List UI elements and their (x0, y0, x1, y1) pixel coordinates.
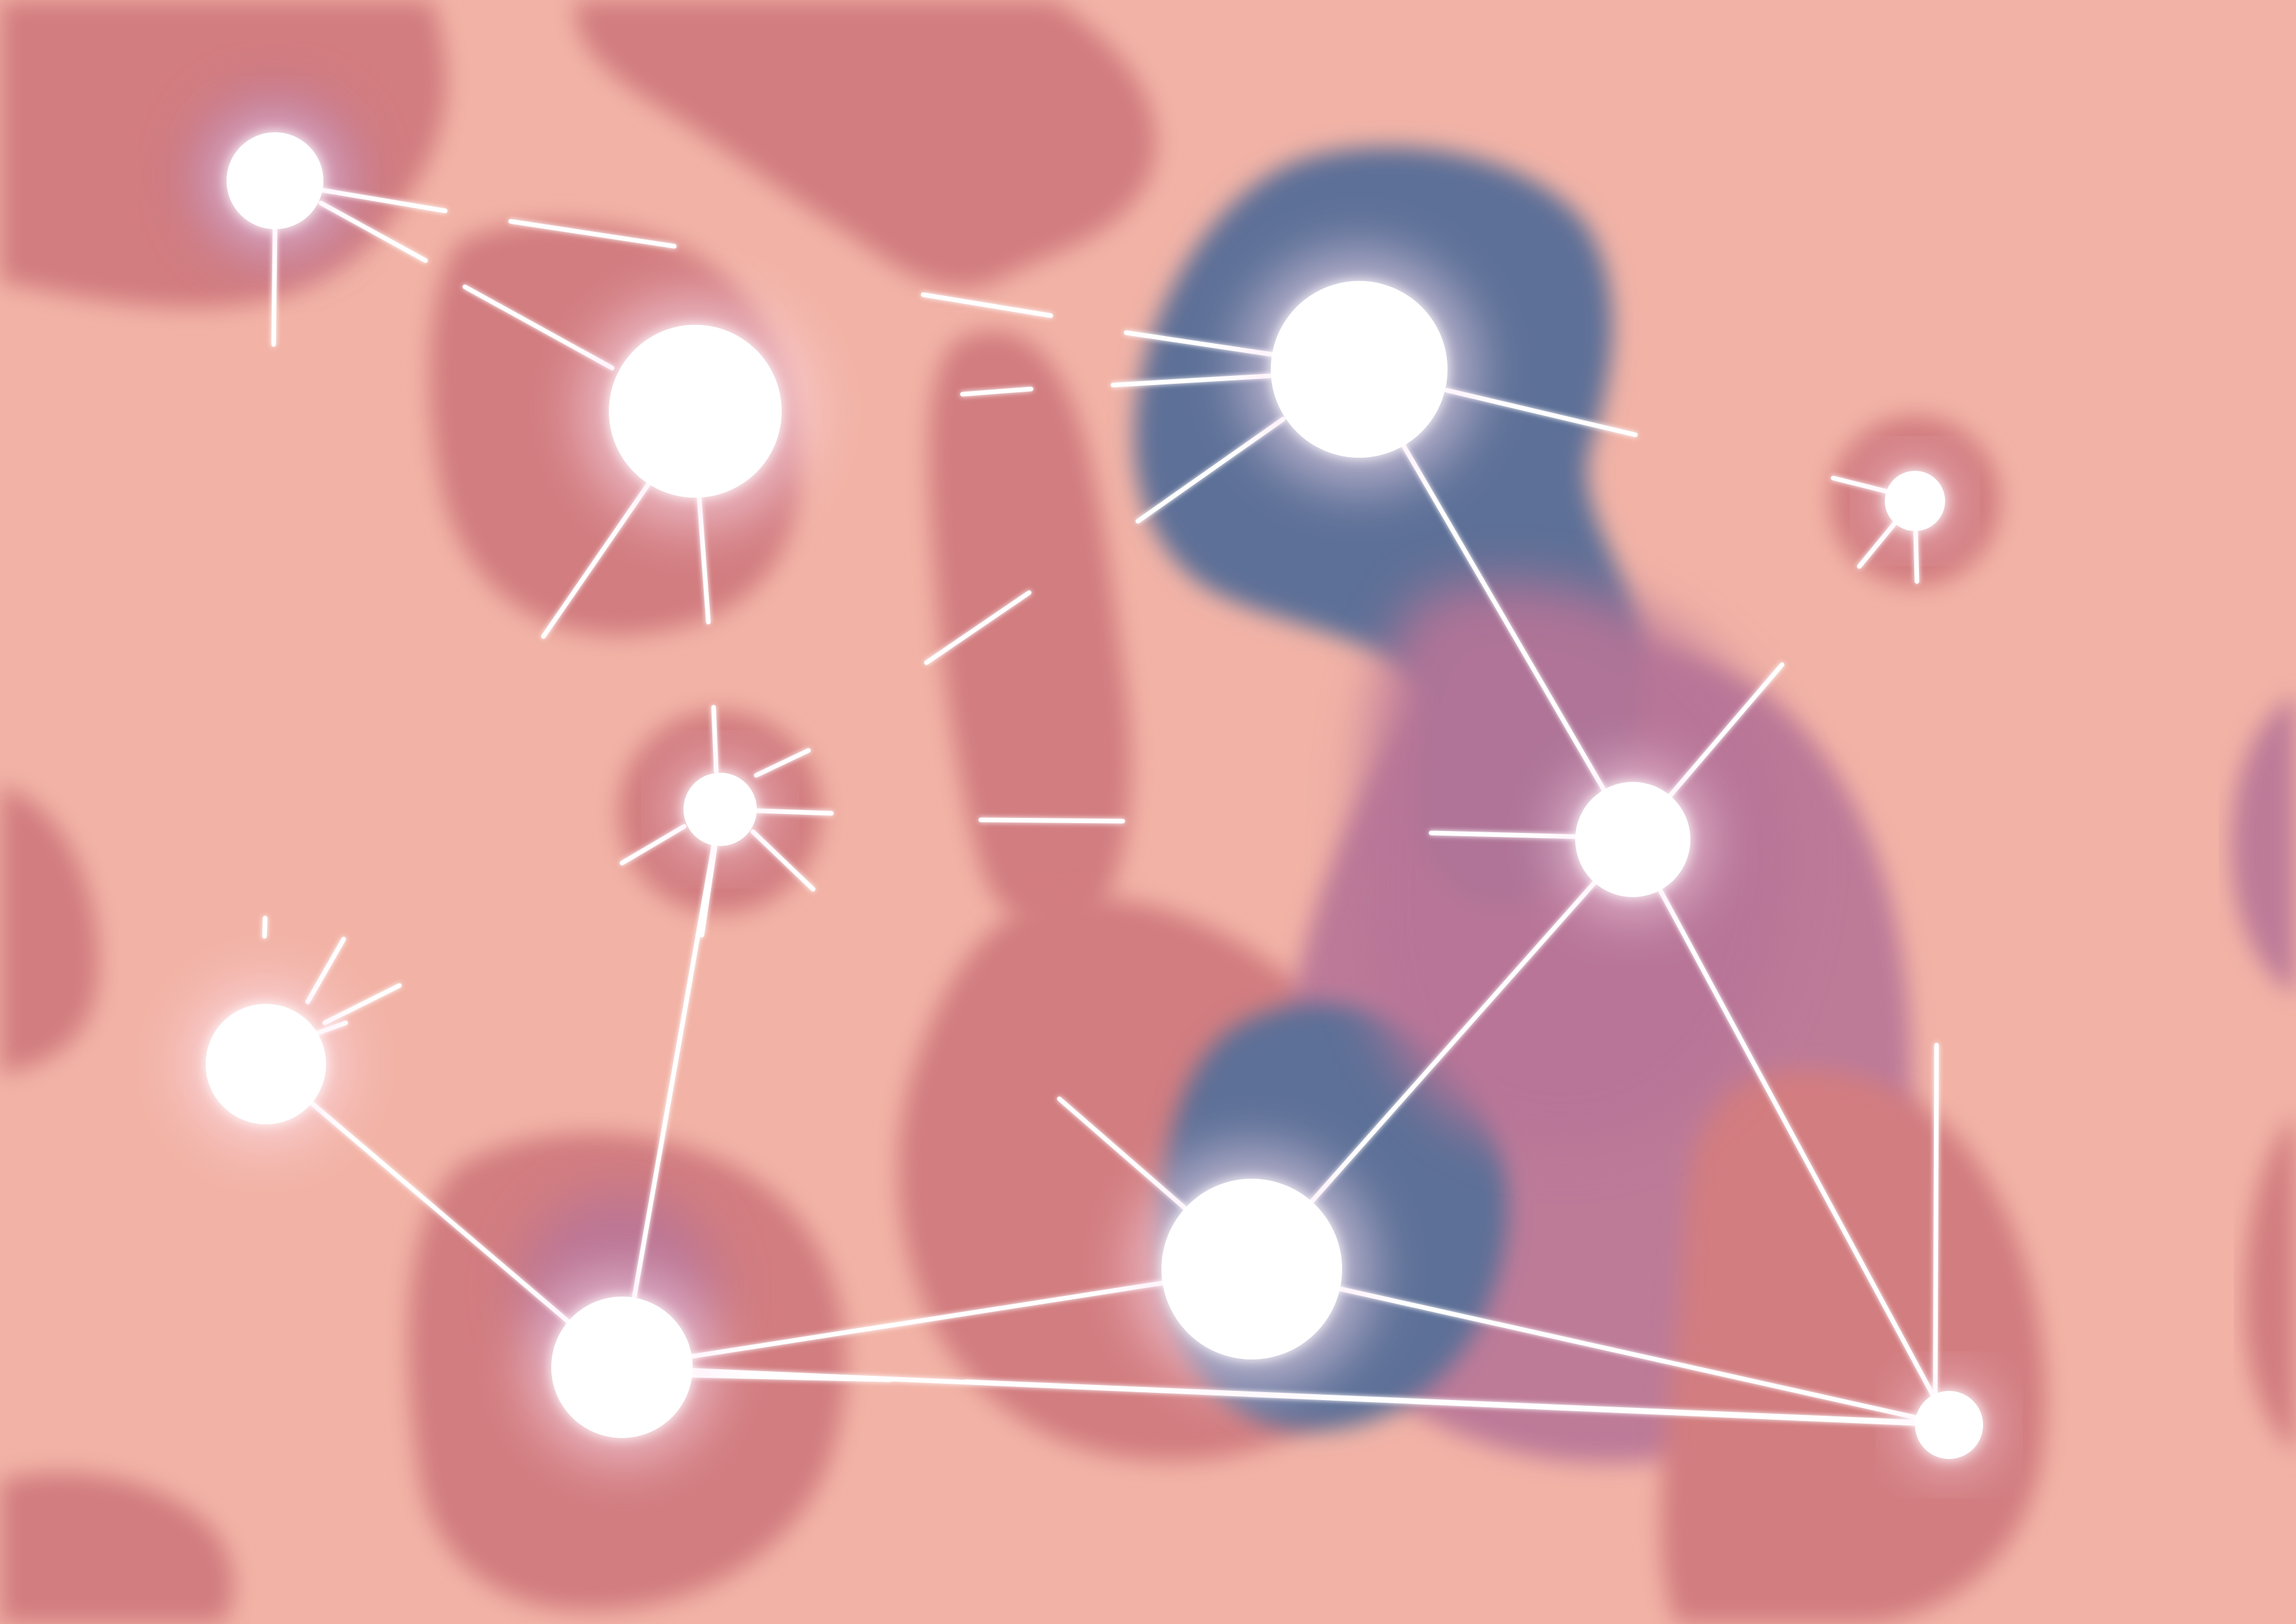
network-node-n4 (551, 1297, 693, 1438)
link-stub (688, 1373, 893, 1382)
link-stub (322, 983, 402, 1025)
link-stub (318, 187, 448, 213)
link-stub (1444, 388, 1638, 437)
network-node-n1 (227, 132, 323, 229)
link-stub (508, 219, 677, 249)
link-stub (920, 292, 1053, 318)
network-node-n5 (1161, 1179, 1342, 1359)
region-center-channel (928, 330, 1131, 928)
region-left-edge (0, 786, 100, 1074)
region-bottom-left-corner (0, 1472, 234, 1624)
network-node-n2 (609, 325, 782, 498)
region-bottom-right (1660, 1069, 2047, 1624)
link-stub (462, 284, 615, 371)
link-stub (1933, 1043, 1939, 1399)
network-node-n9 (1915, 1391, 1983, 1459)
network-node-n8 (1271, 281, 1448, 458)
network-node-n10 (206, 1004, 326, 1124)
link-n7-n9 (1630, 837, 1952, 1428)
region-top-center (575, 0, 1156, 289)
link-stub (963, 1379, 1924, 1425)
link-stub (271, 227, 278, 347)
link-stub (305, 936, 346, 1005)
link-stub (262, 915, 268, 939)
link-stub (960, 386, 1034, 397)
network-node-n6 (683, 773, 757, 846)
link-stub (619, 824, 687, 866)
link-stub (1664, 662, 1785, 803)
network-node-n7 (1575, 782, 1690, 897)
link-stub (750, 829, 816, 892)
link-stub (754, 748, 811, 778)
network-node-n3 (1885, 471, 1945, 531)
network-nodes (184, 115, 1995, 1471)
region-right-edge-lower (2244, 1113, 2296, 1454)
link-stub (318, 200, 428, 263)
link-stub (978, 817, 1125, 824)
link-stub (1135, 416, 1286, 524)
region-right-edge (2231, 694, 2296, 995)
link-stub (541, 482, 651, 639)
link-stub (924, 590, 1032, 665)
link-stub (699, 845, 718, 938)
